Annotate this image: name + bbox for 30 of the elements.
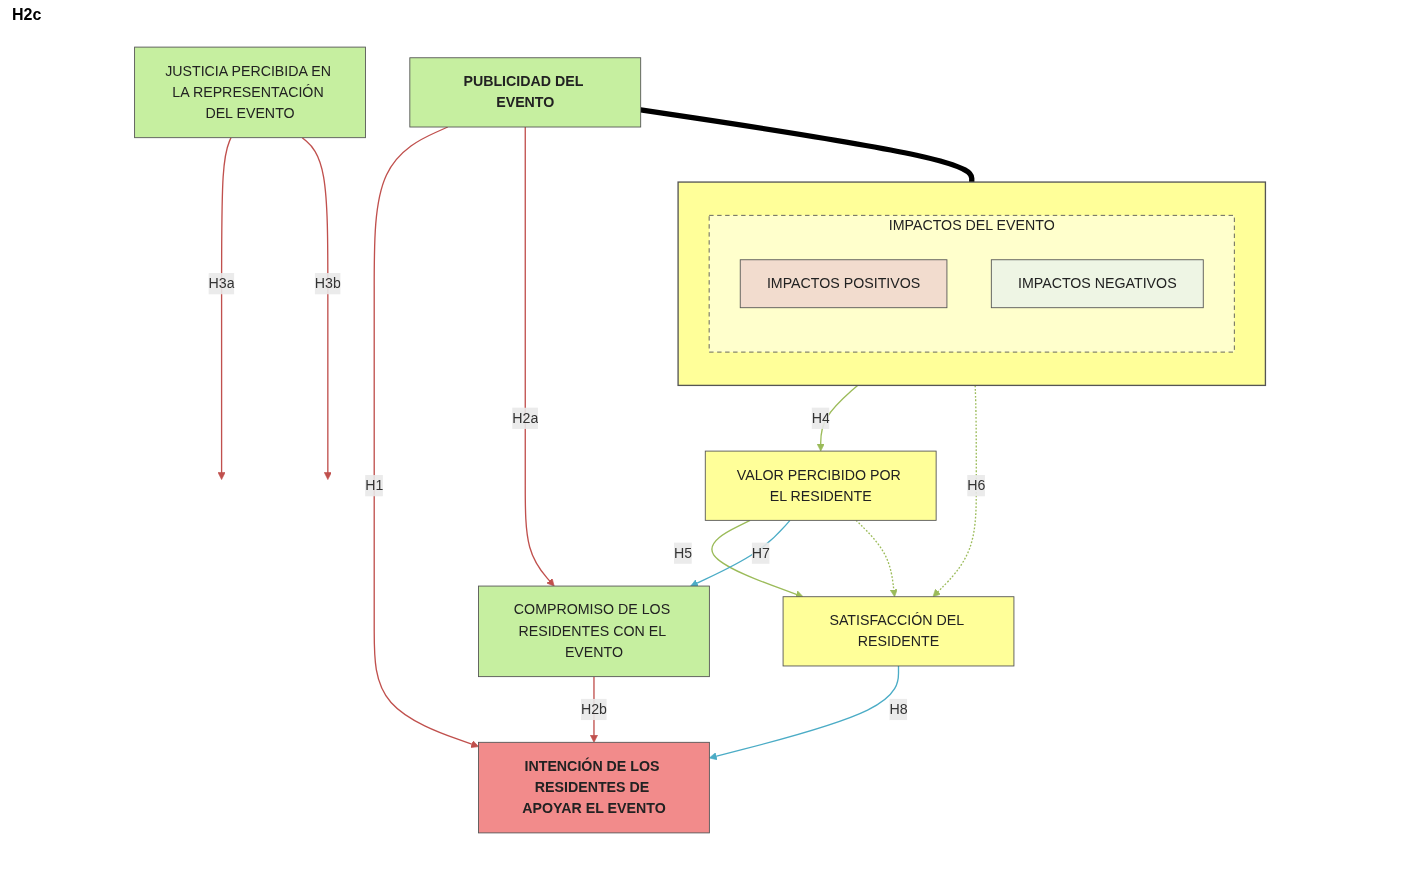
arrow [217,137,232,480]
edge-label: H3a [208,275,235,291]
arrow [301,137,332,480]
edge-label: H2a [512,410,539,426]
node-box: INTENCIÓN DE LOS RESIDENTES DE APOYAR EL EVENTO [478,741,710,834]
arrow [709,665,900,761]
arrow [816,384,859,452]
node-box: PUBLICIDAD DEL EVENTO [409,57,642,128]
cluster [677,181,1267,387]
node-box: IMPACTOS NEGATIVOS [990,259,1204,309]
node-box: SATISFACCIÓN DEL RESIDENTE [782,596,1015,667]
arrow [373,126,479,748]
node-box: JUSTICIA PERCIBIDA EN LA REPRESENTACIÓN DEL EVENTO [134,46,366,139]
edge-label: H1 [365,477,384,493]
edge-label: H7 [751,545,770,561]
edge-label: H8 [889,701,908,717]
edge-label: H6 [967,477,986,493]
arrow [524,126,555,587]
hypothesis-label: H2c [12,6,42,23]
arrow [711,519,804,598]
node-box: IMPACTOS POSITIVOS [739,259,948,309]
arrow [855,519,898,598]
arrow [690,519,791,587]
arrow [932,384,977,598]
node-box: VALOR PERCIBIDO POR EL RESIDENTE [704,450,937,521]
edge-label: H4 [811,410,830,426]
edge-label: H5 [674,545,693,561]
node-box: COMPROMISO DE LOS RESIDENTES CON EL EVENTO [478,585,710,678]
edge-label: H3b [314,275,341,291]
edge-label: H2b [580,701,607,717]
